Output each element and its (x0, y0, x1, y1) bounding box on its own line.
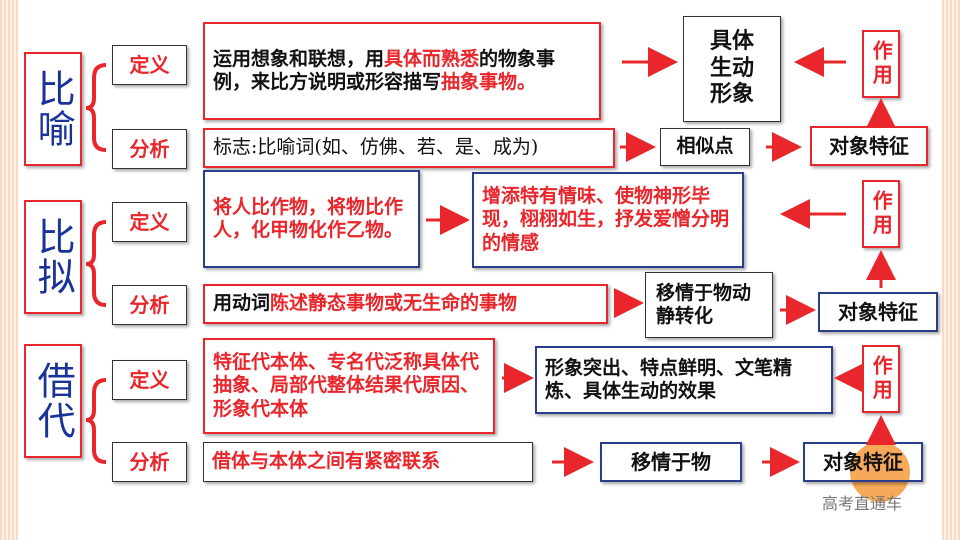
section-title-personification: 比拟 (24, 200, 82, 314)
highlight-circle (850, 442, 910, 502)
brace-metonymy (85, 378, 107, 464)
feature-box: 对象特征 (803, 442, 923, 482)
use-box: 作用 (862, 30, 900, 98)
analysis-label: 分析 (112, 442, 187, 482)
effect-box: 具体生动形象 (683, 16, 781, 122)
middle-box: 移情于物动静转化 (645, 272, 773, 338)
decorative-stripe-right (942, 0, 960, 540)
brace-metaphor (85, 63, 107, 152)
effect-box: 增添特有情味、使物神形毕现，栩栩如生，抒发爱憎分明的情感 (472, 172, 744, 268)
effect-box: 形象突出、特点鲜明、文笔精炼、具体生动的效果 (535, 346, 833, 414)
definition-label: 定义 (112, 45, 187, 85)
section-title-text: 比喻 (31, 69, 76, 149)
definition-label: 定义 (112, 202, 187, 242)
middle-box: 移情于物 (600, 442, 742, 482)
watermark: 高考直通车 (822, 494, 903, 513)
definition-text: 将人比作物，将物比作人，化甲物化作乙物。 (203, 170, 420, 268)
analysis-text: 用动词陈述静态事物或无生命的事物 (203, 284, 608, 324)
section-title-metaphor: 比喻 (24, 52, 82, 166)
brace-personification (85, 220, 107, 307)
definition-text: 运用想象和联想，用具体而熟悉的物象事例，来比方说明或形容描写抽象事物。 (203, 22, 601, 120)
section-title-text: 比拟 (31, 217, 76, 297)
feature-box: 对象特征 (810, 126, 928, 166)
use-box: 作用 (862, 345, 900, 413)
analysis-text: 借体与本体之间有紧密联系 (203, 442, 533, 482)
section-title-metonymy: 借代 (24, 344, 82, 458)
definition-text: 特征代本体、专名代泛称具体代抽象、局部代整体结果代原因、形象代本体 (203, 338, 495, 434)
analysis-label: 分析 (112, 285, 187, 325)
use-box: 作用 (862, 180, 900, 248)
definition-label: 定义 (112, 360, 187, 400)
analysis-label: 分析 (112, 129, 187, 169)
feature-box: 对象特征 (818, 292, 938, 332)
middle-box: 相似点 (660, 128, 750, 166)
section-title-text: 借代 (31, 361, 76, 441)
analysis-text: 标志:比喻词(如、仿佛、若、是、成为) (203, 128, 615, 168)
decorative-stripe-left (0, 0, 18, 540)
